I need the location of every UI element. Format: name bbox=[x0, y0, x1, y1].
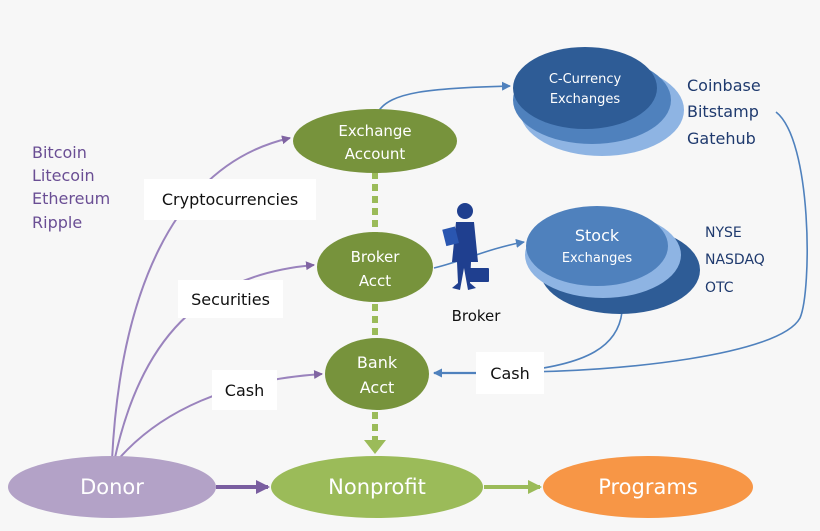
crypto-list-item: Bitcoin bbox=[32, 143, 87, 162]
broker-acct-node: Broker Acct bbox=[317, 232, 433, 302]
crypto-exchange-list: Coinbase Bitstamp Gatehub bbox=[687, 73, 761, 152]
bank-acct-node: Bank Acct bbox=[325, 338, 429, 410]
cash-donor-label: Cash bbox=[212, 370, 277, 410]
crypto-list-item: Ethereum bbox=[32, 189, 111, 209]
stock-label-line1: Stock bbox=[575, 226, 620, 245]
cash-return-label: Cash bbox=[476, 352, 544, 394]
exchange-account-node: Exchange Account bbox=[293, 109, 457, 173]
broker-person-icon bbox=[442, 203, 489, 290]
arrow-exchange-to-ccurrency bbox=[377, 81, 511, 113]
programs-node: Programs bbox=[543, 456, 753, 518]
broker-acct-line2: Acct bbox=[359, 272, 391, 290]
stock-exchange-item: NASDAQ bbox=[705, 252, 765, 269]
crypto-exchange-item: Bitstamp bbox=[687, 102, 759, 122]
bank-acct-line1: Bank bbox=[357, 353, 398, 372]
arrow-donor-to-broker bbox=[113, 261, 315, 463]
arrow-donor-to-bank bbox=[115, 370, 323, 463]
crypto-list-item: Litecoin bbox=[32, 166, 95, 186]
arrow-ccurrency-cash-return bbox=[511, 111, 808, 373]
programs-label: Programs bbox=[598, 475, 698, 499]
stock-exchange-item: OTC bbox=[705, 279, 734, 296]
stock-label-line2: Exchanges bbox=[562, 251, 633, 266]
broker-figure-label: Broker bbox=[452, 307, 502, 325]
nonprofit-node: Nonprofit bbox=[271, 456, 483, 518]
stock-exchange-item: NYSE bbox=[705, 225, 742, 241]
ccurrency-label-line1: C-Currency bbox=[549, 72, 622, 87]
stock-exchange-list: NYSE NASDAQ OTC bbox=[705, 220, 765, 302]
donor-label: Donor bbox=[80, 475, 144, 499]
bank-acct-line2: Acct bbox=[360, 378, 395, 397]
dashed-arrowhead bbox=[364, 440, 386, 454]
arrow-broker-to-stock bbox=[433, 238, 525, 269]
cryptocurrencies-label: Cryptocurrencies bbox=[144, 179, 316, 220]
exchange-account-line2: Account bbox=[345, 145, 406, 163]
donor-node: Donor bbox=[8, 456, 216, 518]
ccurrency-exchanges-node: C-Currency Exchanges bbox=[513, 47, 684, 156]
arrow-donor-to-exchange bbox=[111, 135, 291, 461]
crypto-list-item: Ripple bbox=[32, 212, 83, 232]
nonprofit-label: Nonprofit bbox=[328, 475, 426, 499]
securities-label: Securities bbox=[178, 280, 283, 318]
exchange-account-line1: Exchange bbox=[338, 122, 411, 140]
crypto-exchange-item: Gatehub bbox=[687, 128, 756, 148]
crypto-exchange-item: Coinbase bbox=[687, 76, 761, 95]
stock-exchanges-node: Stock Exchanges bbox=[525, 206, 700, 314]
broker-acct-line1: Broker bbox=[351, 248, 401, 266]
ccurrency-label-line2: Exchanges bbox=[550, 92, 621, 107]
crypto-list: Bitcoin Litecoin Ethereum Ripple bbox=[32, 141, 110, 234]
